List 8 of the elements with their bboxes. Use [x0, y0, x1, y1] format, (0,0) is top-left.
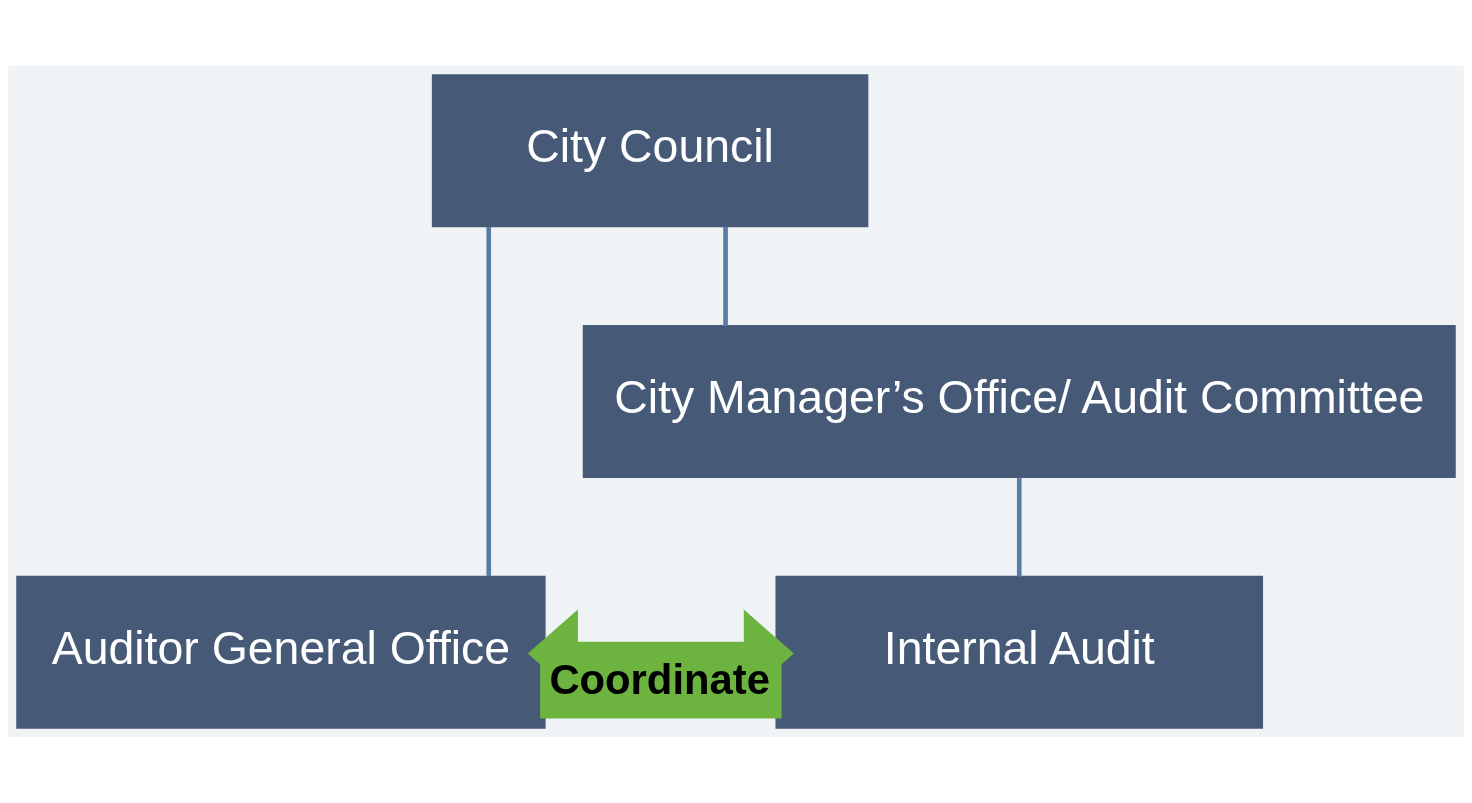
node-box: City Manager’s Office/ Audit Committee: [582, 324, 1456, 479]
connector: [486, 226, 492, 577]
node-box: Auditor General Office: [16, 575, 546, 729]
connector: [723, 226, 728, 326]
node-box: City Council: [431, 74, 869, 228]
node-box: Internal Audit: [775, 575, 1264, 729]
connector: [1016, 477, 1022, 577]
edge-label: Coordinate: [549, 655, 770, 703]
